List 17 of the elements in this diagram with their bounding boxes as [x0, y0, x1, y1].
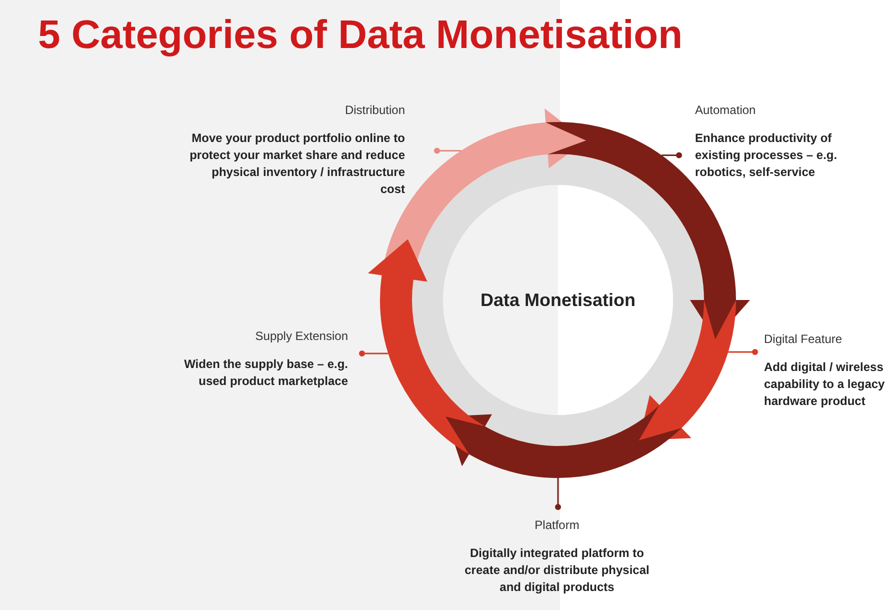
- center-label: Data Monetisation: [480, 290, 636, 310]
- category-description: Digitally integrated platform to create and/or distribute physical and digital products: [464, 545, 650, 596]
- leader-line: [555, 478, 561, 510]
- category-description: Add digital / wireless capability to a legacy hardware product: [764, 359, 886, 410]
- leader-line: [662, 152, 682, 158]
- category-heading: Automation: [695, 103, 757, 117]
- category-description: Move your product portfolio online to protect your market share and reduce physical inventory / infrastructure cost: [188, 130, 405, 198]
- title: 5 Categories of Data Monetisation: [38, 13, 683, 58]
- category-heading: Digital Feature: [764, 332, 844, 346]
- leader-line: [728, 349, 758, 355]
- category-heading: Supply Extension: [254, 329, 348, 343]
- leader-line: [359, 350, 388, 356]
- category-description: Widen the supply base – e.g. used product marketplace: [183, 356, 348, 390]
- category-description: Enhance productivity of existing processes – e.g. robotics, self-service: [695, 130, 838, 181]
- leader-line: [434, 148, 462, 154]
- category-heading: Distribution: [344, 103, 405, 117]
- category-heading: Platform: [534, 518, 580, 532]
